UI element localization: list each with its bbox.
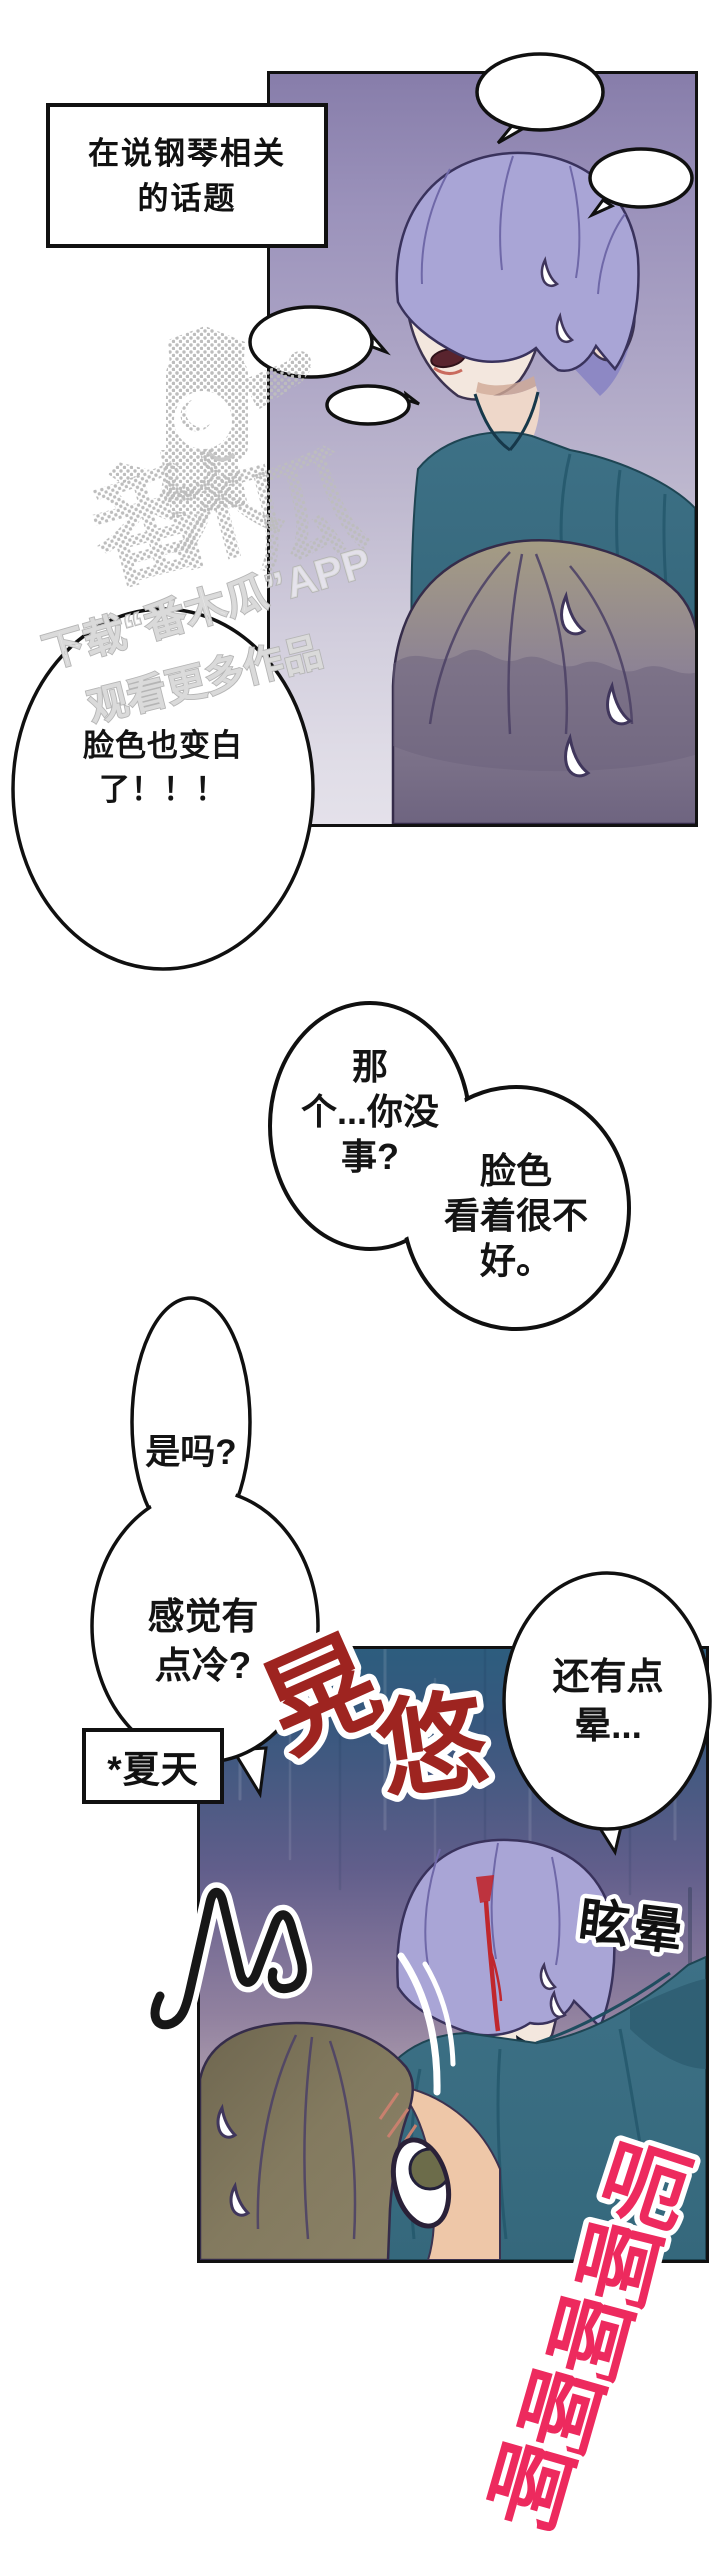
- panel-bottom-illustration: [200, 1649, 706, 2260]
- bubble-pale-line2: 了！！！: [99, 772, 227, 807]
- mascot-smile: [206, 450, 236, 462]
- sweat-drop: [549, 1989, 567, 2019]
- bubble-pale-exclaim: [11, 607, 315, 971]
- sweat-drop: [564, 732, 591, 778]
- sweat-drop: [229, 2181, 251, 2217]
- caption-piano-line2: 的话题: [137, 180, 237, 216]
- panel-bottom: [197, 1646, 709, 2263]
- bubble-dizzy-line2: 晕...: [574, 1705, 642, 1746]
- bubble-chatter-3: [248, 305, 374, 379]
- bubble-complexion-line1: 脸色: [479, 1150, 552, 1191]
- bubble-are-you-ok-text: 那 个...你没 事?: [280, 1044, 460, 1179]
- panel-top-illustration: [391, 151, 695, 824]
- olive-hair-character: [200, 2021, 501, 2260]
- sweat-drop: [216, 2103, 238, 2139]
- caption-summer-note: *夏天: [82, 1728, 224, 1804]
- bubble-complexion-line3: 好。: [479, 1240, 552, 1281]
- blood: [476, 1875, 494, 1903]
- bubble-complexion-line2: 看着很不: [443, 1195, 588, 1236]
- bubble-chatter-2-tail: [587, 197, 616, 219]
- bubble-chatter-4: [325, 384, 411, 426]
- blood-stream: [483, 1900, 501, 2032]
- caption-summer-text: *夏天: [107, 1749, 199, 1790]
- bubble-really-line1: 是吗?: [145, 1433, 237, 1472]
- bubble-chatter-2: [588, 147, 694, 209]
- bubble-cold-line1: 感觉有: [147, 1596, 259, 1637]
- sweat-drop: [540, 256, 560, 288]
- sway-sfx-char2: 悠: [370, 1678, 495, 1813]
- bubble-still-dizzy: [502, 1571, 712, 1831]
- bubble-complexion-text: 脸色 看着很不 好。: [408, 1148, 624, 1283]
- bubble-ask-line2: 个...你没: [300, 1091, 439, 1132]
- motion-arcs: [397, 1952, 456, 2096]
- caption-piano-line1: 在说钢琴相关: [88, 135, 286, 171]
- sweat-drop: [560, 590, 587, 636]
- caption-piano-topic: 在说钢琴相关 的话题: [46, 103, 328, 248]
- brand-characters: 番 木 瓜: [77, 429, 378, 607]
- bubble-ask-line1: 那: [351, 1046, 388, 1087]
- sweat-drop: [555, 312, 575, 344]
- bubble-pale-exclaim-text: 脸色也变白 了！！！: [33, 724, 293, 812]
- bubble-pale-line1: 脸色也变白: [83, 728, 243, 763]
- bubble-chatter-1: [475, 52, 605, 132]
- bubble-cold-line2: 点冷?: [154, 1645, 252, 1686]
- bubble-dizzy-line1: 还有点: [552, 1656, 664, 1697]
- bubble-really-text: 是吗?: [131, 1424, 251, 1475]
- bubble-ask-line3: 事?: [341, 1136, 399, 1177]
- sweat-drop: [539, 1961, 557, 1991]
- jolt-squiggle-sfx: [145, 1882, 313, 2035]
- papaya-mascot-logo: [108, 326, 312, 518]
- sweat-drop: [606, 680, 633, 726]
- bubble-still-dizzy-text: 还有点 晕...: [518, 1652, 698, 1750]
- mascot-eye: [180, 400, 210, 432]
- brown-hair-character: [391, 539, 695, 824]
- bubble-feel-cold-text: 感觉有 点冷?: [103, 1592, 303, 1690]
